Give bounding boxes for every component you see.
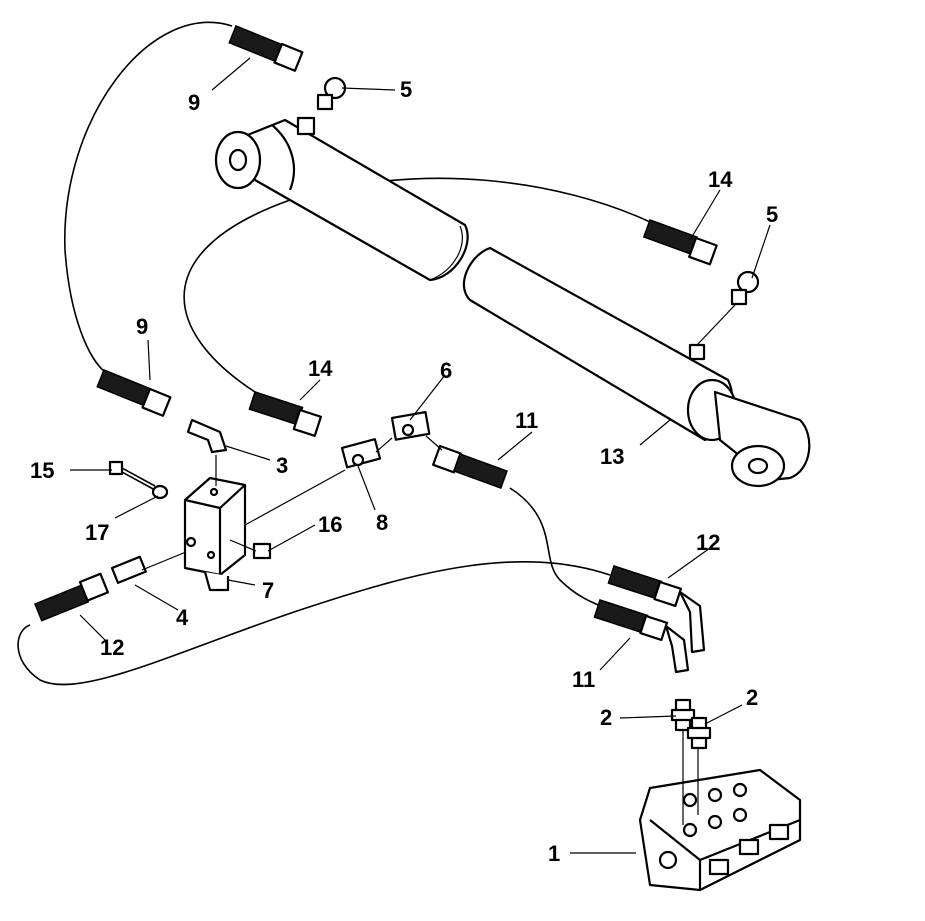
bolt-15 [108, 460, 156, 491]
adapter-2-left [670, 698, 696, 732]
callout-1: 1 [548, 841, 560, 866]
tee-fitting-8 [340, 438, 382, 469]
plug-16 [252, 542, 272, 560]
adapter-4 [110, 555, 147, 584]
callout-5-top: 5 [400, 77, 412, 102]
callout-16: 16 [318, 512, 342, 537]
callout-11-mid: 11 [515, 408, 538, 433]
hose-line-9 [64, 21, 233, 373]
hose-line-12 [17, 560, 611, 686]
washer-17 [151, 484, 169, 500]
upper-cylinder [214, 116, 469, 282]
callout-4: 4 [176, 605, 189, 630]
hose-end-14-left [248, 391, 323, 437]
hose-end-12-right [607, 565, 706, 654]
valve-block-7 [141, 435, 443, 592]
hose-end-9-top [228, 25, 347, 111]
adapter-2-right [686, 716, 712, 750]
callout-7: 7 [262, 578, 274, 603]
callout-12-right: 12 [696, 530, 720, 555]
leader-lines [70, 57, 771, 854]
callout-8: 8 [376, 510, 388, 535]
callout-14-right: 14 [708, 167, 733, 192]
hose-end-12-left [34, 572, 109, 622]
callout-2-right: 2 [746, 685, 758, 710]
callout-5-right: 5 [766, 202, 778, 227]
hose-line-11 [509, 487, 606, 609]
callout-3: 3 [276, 453, 288, 478]
callout-17: 17 [85, 520, 109, 545]
elbow-fitting-3 [186, 418, 228, 454]
hose-end-9-left [96, 369, 172, 417]
callout-15: 15 [30, 458, 54, 483]
hose-end-14-right [642, 219, 760, 306]
hose-end-11-right [593, 599, 690, 674]
callout-11-right: 11 [572, 667, 595, 692]
lower-cylinder [462, 246, 811, 488]
control-valve-bank-1 [638, 730, 802, 892]
callout-13: 13 [600, 444, 624, 469]
callout-14-left: 14 [308, 356, 333, 381]
callout-12-left: 12 [100, 635, 124, 660]
callout-9-top: 9 [188, 90, 200, 115]
hose-end-11-mid [432, 444, 508, 489]
callout-6: 6 [440, 358, 452, 383]
tee-fitting-6 [390, 410, 431, 441]
callout-2-left: 2 [600, 705, 612, 730]
callout-9-left: 9 [136, 314, 148, 339]
